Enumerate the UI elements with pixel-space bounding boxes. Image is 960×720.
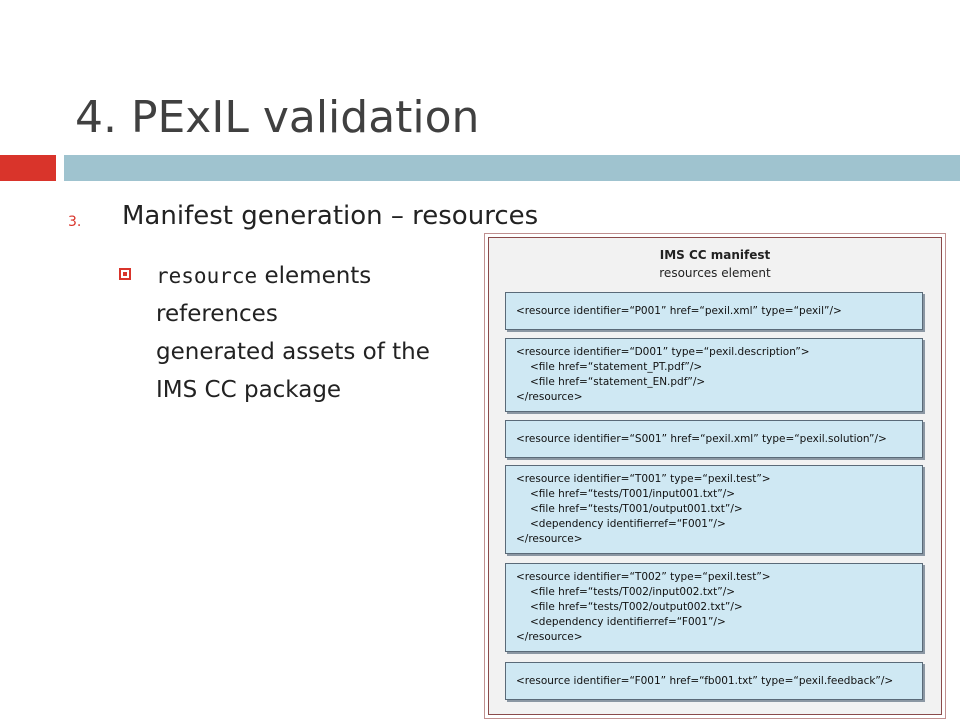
subheading-text: Manifest generation – resources <box>122 201 539 231</box>
subheading-number: 3. <box>68 214 82 230</box>
bullet-code: resource <box>156 264 258 288</box>
resource-line: </resource> <box>516 631 583 643</box>
manifest-diagram: IMS CC manifest resources element <resou… <box>484 233 946 719</box>
manifest-title: IMS CC manifest <box>659 248 771 262</box>
resource-line: </resource> <box>516 391 583 403</box>
resource-line: <resource identifier=“D001” type=“pexil.… <box>516 346 810 358</box>
resource-line: <resource identifier=“T002” type=“pexil.… <box>516 571 771 583</box>
bullet-text: resource elements references generated a… <box>156 257 496 409</box>
title-accent-bar-red <box>0 155 56 181</box>
resource-line: <resource identifier=“F001” href=“fb001.… <box>516 674 894 687</box>
resource-box-s001: <resource identifier=“S001” href=“pexil.… <box>505 420 923 458</box>
bullet-line-2: references <box>156 301 278 327</box>
resource-line: <file href=“tests/T002/output002.txt”/> <box>530 601 743 613</box>
title-accent-bar-blue <box>64 155 960 181</box>
resource-box-d001: <resource identifier=“D001” type=“pexil.… <box>505 338 923 412</box>
resource-box-t002: <resource identifier=“T002” type=“pexil.… <box>505 563 923 652</box>
resource-line: <file href=“tests/T001/input001.txt”/> <box>530 488 736 500</box>
resource-box-p001: <resource identifier=“P001” href=“pexil.… <box>505 292 923 330</box>
resource-line: <resource identifier=“S001” href=“pexil.… <box>516 432 887 445</box>
resource-line: <resource identifier=“P001” href=“pexil.… <box>516 304 842 317</box>
resource-line: <file href=“tests/T002/input002.txt”/> <box>530 586 736 598</box>
slide-title: 4. PExIL validation <box>75 92 480 143</box>
bullet-square-icon <box>119 268 131 280</box>
resource-line: <resource identifier=“T001” type=“pexil.… <box>516 473 771 485</box>
resource-box-t001: <resource identifier=“T001” type=“pexil.… <box>505 465 923 554</box>
resource-line: </resource> <box>516 533 583 545</box>
resource-line: <file href=“tests/T001/output001.txt”/> <box>530 503 743 515</box>
bullet-line-4: IMS CC package <box>156 377 342 403</box>
bullet-text-after-code: elements <box>257 263 372 289</box>
manifest-subtitle: resources element <box>659 266 771 280</box>
bullet-line-1: resource elements <box>156 257 496 295</box>
resource-line: <dependency identifierref=“F001”/> <box>530 616 726 628</box>
bullet-line-3: generated assets of the <box>156 339 430 365</box>
resource-line: <file href=“statement_PT.pdf”/> <box>530 361 703 373</box>
resource-box-f001: <resource identifier=“F001” href=“fb001.… <box>505 662 923 700</box>
resource-line: <dependency identifierref=“F001”/> <box>530 518 726 530</box>
resource-line: <file href=“statement_EN.pdf”/> <box>530 376 706 388</box>
